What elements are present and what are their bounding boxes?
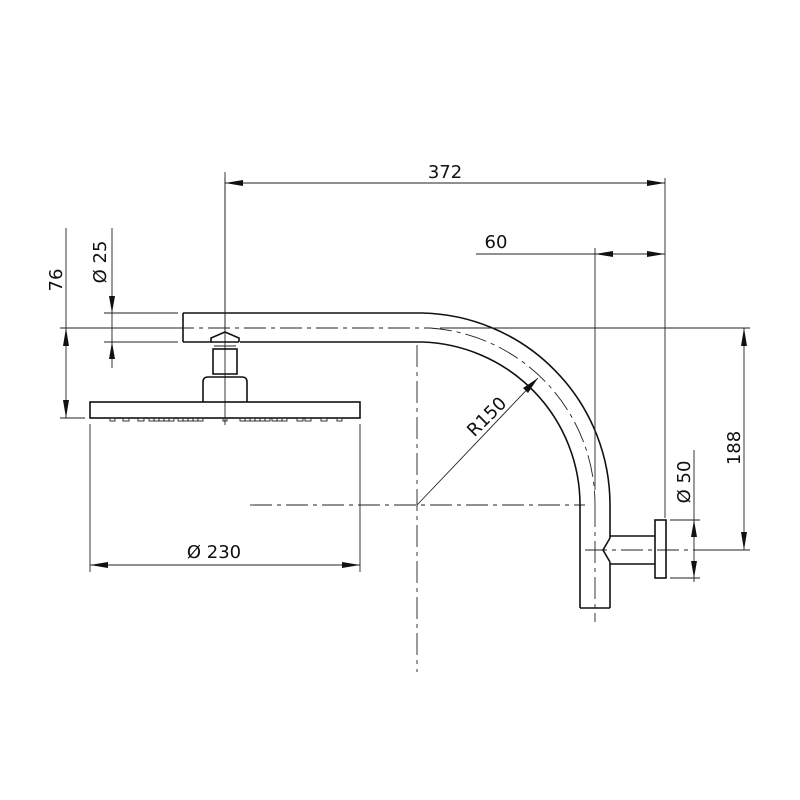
dimension-188: 188 (440, 327, 750, 551)
dimension-372: 372 (224, 162, 666, 518)
dimension-d230: Ø 230 (89, 424, 361, 572)
nozzle-row (109, 417, 343, 422)
dim-372-label: 372 (428, 162, 462, 183)
dimension-d50: Ø 50 (670, 450, 700, 582)
dimension-d25: Ø 25 (90, 228, 178, 368)
shower-arm (182, 312, 655, 609)
dim-76-label: 76 (46, 269, 67, 292)
dim-d230-label: Ø 230 (187, 542, 241, 563)
dim-d50-label: Ø 50 (674, 461, 695, 504)
swivel-joint (202, 331, 248, 402)
dimension-76: 76 (46, 228, 175, 419)
dim-d25-label: Ø 25 (90, 241, 111, 284)
shower-rose (89, 401, 361, 422)
wall-flange (654, 519, 667, 579)
dim-r150-label: R150 (463, 393, 511, 441)
dim-188-label: 188 (724, 431, 745, 465)
dim-60-label: 60 (485, 232, 508, 253)
dimension-r150: R150 (416, 377, 539, 506)
dimension-60: 60 (476, 232, 665, 490)
